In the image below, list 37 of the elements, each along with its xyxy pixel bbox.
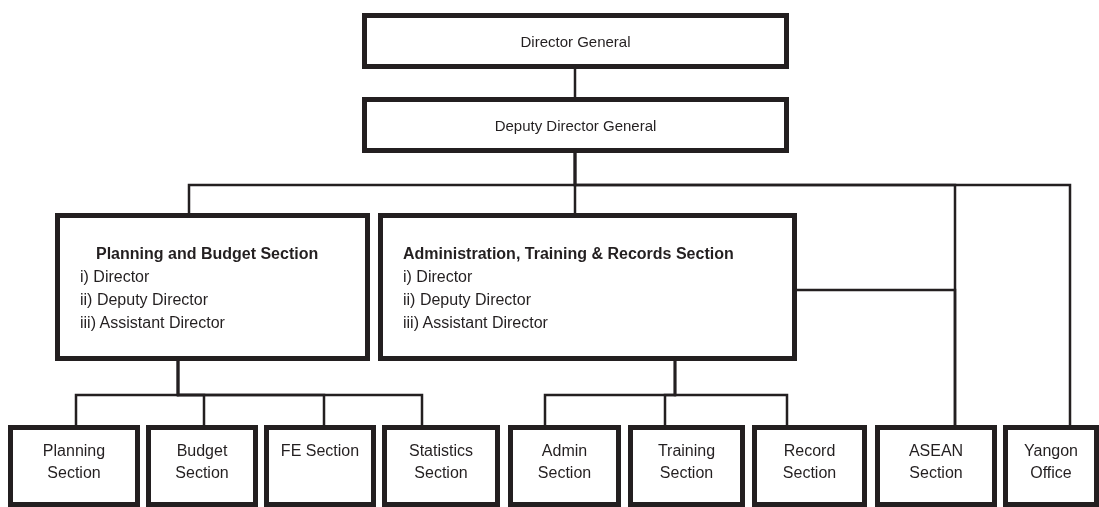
node-label: Yangon Office [1023, 441, 1079, 483]
role-text: ii) Deputy Director [80, 290, 209, 310]
section-title: Planning and Budget Section [95, 244, 319, 264]
node-label: Budget Section [174, 441, 230, 483]
role-text: i) Director [80, 267, 150, 287]
connector-line [797, 288, 957, 425]
org-box [362, 97, 789, 153]
node-label: Planning Section [41, 441, 107, 483]
node-label: Training Section [656, 441, 717, 483]
node-label: Admin Section [536, 441, 593, 483]
org-box [362, 13, 789, 69]
connector-line [176, 361, 424, 425]
role-text: i) Director [403, 267, 473, 287]
node-label: ASEAN Section [907, 441, 965, 483]
org-box [1003, 425, 1099, 507]
connector-line [673, 361, 789, 425]
connector-line [573, 69, 577, 97]
org-box [508, 425, 621, 507]
node-label: Deputy Director General [494, 116, 657, 134]
section-box [55, 213, 370, 361]
org-box [752, 425, 867, 507]
connector-line [573, 153, 1072, 425]
role-text: ii) Deputy Director [403, 290, 532, 310]
org-box [8, 425, 140, 507]
section-title: Administration, Training & Records Section [403, 244, 734, 264]
role-text: iii) Assistant Director [80, 313, 225, 333]
role-text: iii) Assistant Director [403, 313, 548, 333]
node-label: FE Section [280, 441, 360, 461]
org-box [146, 425, 258, 507]
node-label: Record Section [781, 441, 838, 483]
node-label: Statistics Section [408, 441, 474, 483]
node-label: Director General [520, 32, 631, 50]
org-box [628, 425, 745, 507]
section-box [378, 213, 797, 361]
org-box [875, 425, 997, 507]
org-box [264, 425, 376, 507]
org-box [382, 425, 500, 507]
